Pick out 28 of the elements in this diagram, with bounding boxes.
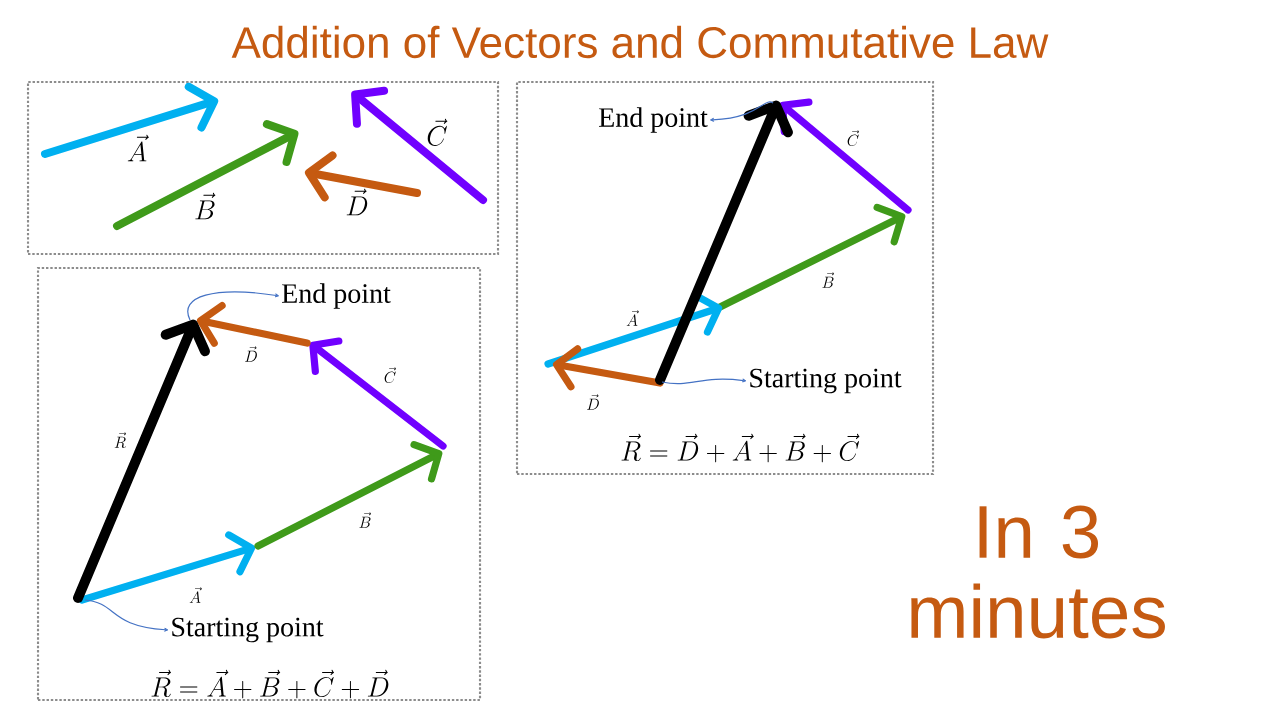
vector-label: $\vec{D}$ [346,188,368,216]
point-label: End point [282,283,391,309]
panel-frame [26,80,500,256]
vector-label: $\vec{B}$ [195,192,216,220]
panel-frame [36,266,482,702]
vector-label: $\vec{B}$ [359,512,371,528]
vector-label: $\vec{R}$ [114,432,126,449]
equation: $\vec{R} = \vec{D} + \vec{A} + \vec{B} +\vec{C}$ [621,433,860,463]
leader-line [84,599,169,632]
vector-label: $\vec{D}$ [245,346,257,362]
vector-label: $\vec{A}$ [127,134,149,162]
leader-line [710,101,774,122]
point-label: Starting point [750,368,902,394]
leader-line [187,291,280,321]
panel-frame [515,80,935,476]
duration-text: In 3 minutes [911,505,1165,639]
vector-label: $\vec{B}$ [822,272,834,288]
vector-label: $\vec{C}$ [847,130,859,147]
point-label: Starting point [172,617,324,643]
vector-label: $\vec{C}$ [384,367,396,384]
vector-label: $\vec{A}$ [626,310,639,326]
vector-label: $\vec{D}$ [587,394,599,410]
vector-label: $\vec{A}$ [189,587,202,603]
leader-line [661,378,747,385]
vector-label: $\vec{C}$ [427,118,448,146]
point-label: End point [599,107,708,133]
title: Addition of Vectors and Commutative Law [231,25,1049,59]
equation: $\vec{R} = \vec{A} + \vec{B} + \vec{C} + \vec{D}$ [151,669,389,699]
